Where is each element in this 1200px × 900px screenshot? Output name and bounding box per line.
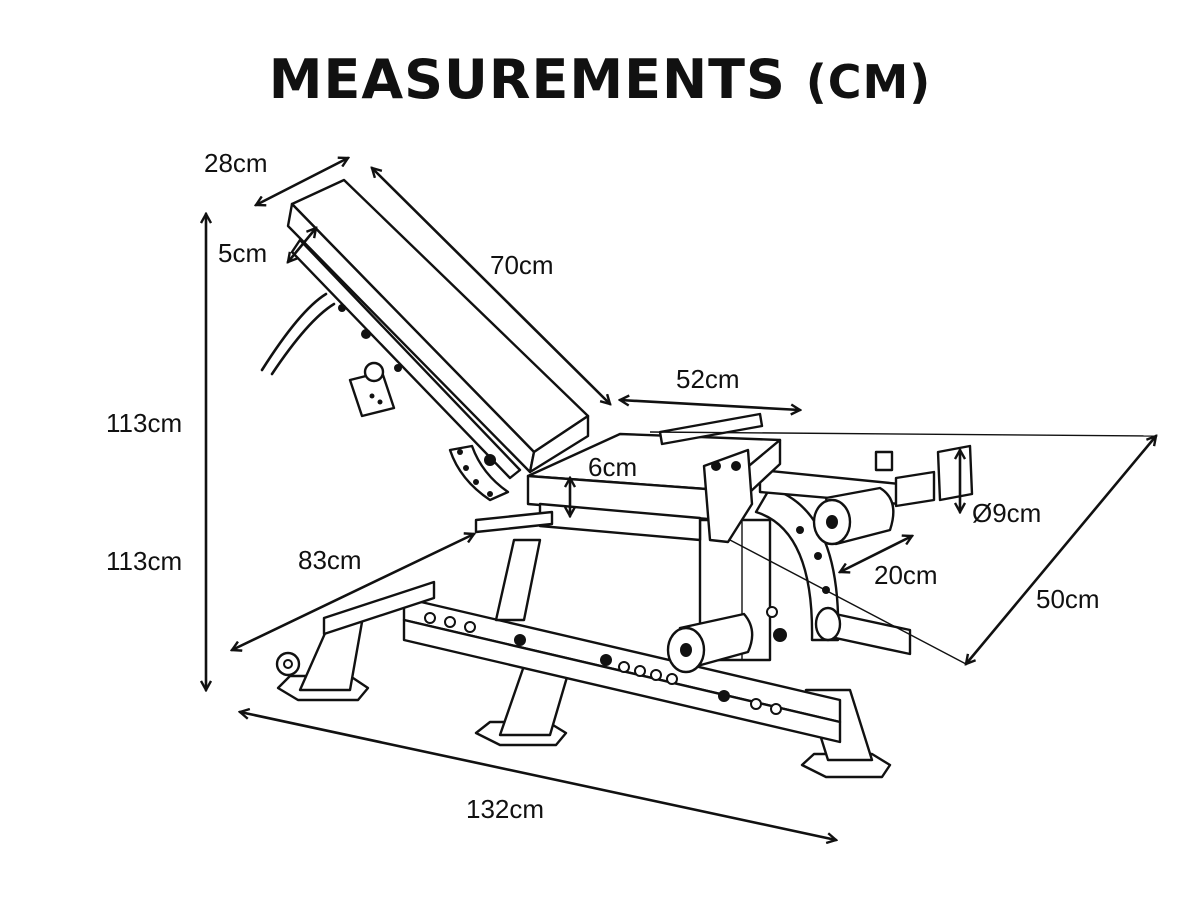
- dim-arrow-132: [240, 712, 836, 840]
- dim-arrow-52: [620, 400, 800, 410]
- dim-arrow-50: [966, 436, 1156, 664]
- title-main: MEASUREMENTS: [268, 48, 786, 111]
- backrest: [260, 178, 590, 502]
- bracket-hole: [369, 393, 375, 399]
- arc-hole: [796, 526, 804, 534]
- beam-hole: [634, 665, 646, 677]
- sector-hole: [463, 465, 469, 471]
- backrest-handle-edge: [270, 302, 336, 376]
- seat: [474, 412, 782, 544]
- adjust-sector: [448, 444, 510, 502]
- label-height-lower: 113cm: [106, 546, 182, 576]
- beam-bolt: [718, 690, 730, 702]
- label-leg-attachment-width: 50cm: [1036, 584, 1100, 614]
- seat-rod: [474, 510, 554, 534]
- seat-bracket: [702, 448, 754, 544]
- dim-arrow-70: [372, 168, 610, 404]
- lower-bar-end: [814, 606, 842, 642]
- frame-bolt: [338, 304, 346, 312]
- label-roller-diameter: Ø9cm: [972, 498, 1041, 528]
- beam-hole: [750, 698, 762, 710]
- beam-hole: [444, 616, 456, 628]
- bracket-bolt: [711, 461, 721, 471]
- pivot-bolt: [484, 454, 496, 466]
- dim-arrow-20: [840, 536, 912, 572]
- bracket-hole: [377, 399, 383, 405]
- sector-hole: [487, 491, 493, 497]
- upright-knob: [773, 628, 787, 642]
- label-pad-thickness-back: 5cm: [218, 238, 267, 268]
- sector-hole: [473, 479, 479, 485]
- label-backrest-width: 28cm: [204, 148, 268, 178]
- frame-bolt: [394, 364, 402, 372]
- dim-guide-50-bottom: [729, 539, 967, 665]
- base-frame: [275, 580, 892, 779]
- beam-hole: [770, 703, 782, 715]
- label-roller-length: 20cm: [874, 560, 938, 590]
- label-overall-length: 132cm: [466, 794, 544, 824]
- label-height-upper: 113cm: [106, 408, 182, 438]
- beam-hole: [424, 612, 436, 624]
- beam-hole: [618, 661, 630, 673]
- dimension-lines: [206, 158, 1156, 840]
- leg-arm-end: [894, 470, 936, 508]
- pop-pin: [874, 450, 894, 472]
- upright-hole: [766, 606, 778, 618]
- dim-arrow-5: [288, 228, 316, 262]
- dim-guide-50-top: [649, 431, 1157, 437]
- title-unit: (CM): [805, 55, 932, 109]
- label-width-front: 83cm: [298, 545, 362, 575]
- upper-roller-cap: [826, 515, 838, 529]
- seat-rear-rod: [658, 412, 764, 446]
- beam-hole: [650, 669, 662, 681]
- bracket-bolt: [731, 461, 741, 471]
- backrest-pad-top: [290, 178, 590, 454]
- arc-hole: [814, 552, 822, 560]
- beam-hole: [464, 621, 476, 633]
- label-seat-length: 52cm: [676, 364, 740, 394]
- page-title: MEASUREMENTS (CM): [0, 48, 1200, 111]
- beam-bolt: [514, 634, 526, 646]
- backrest-pad-end: [528, 414, 590, 474]
- adjust-knob: [363, 361, 385, 383]
- beam-hole: [666, 673, 678, 685]
- sector-hole: [457, 449, 463, 455]
- lower-roller-cap: [680, 643, 692, 657]
- backrest-handle: [260, 292, 328, 372]
- transport-wheel-hub: [283, 659, 293, 669]
- label-seat-thickness: 6cm: [588, 452, 637, 482]
- beam-bolt: [600, 654, 612, 666]
- dim-arrow-28: [256, 158, 348, 205]
- frame-bolt: [361, 329, 371, 339]
- dim-arrow-83: [232, 534, 474, 650]
- dimension-labels: 28cm 5cm 70cm 52cm 6cm Ø9cm 20cm 50cm 11…: [106, 148, 1100, 824]
- upright-rear: [494, 538, 542, 622]
- label-backrest-length: 70cm: [490, 250, 554, 280]
- end-sleeve: [936, 444, 974, 502]
